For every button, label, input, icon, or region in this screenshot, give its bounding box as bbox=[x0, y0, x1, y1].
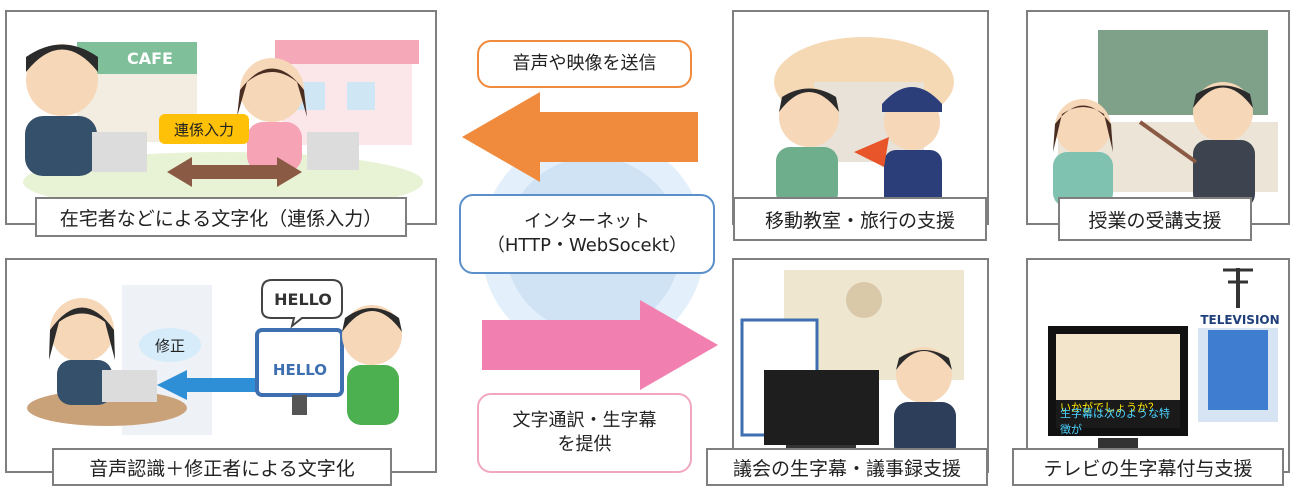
panel-tv: TELEVISION いかがでしょうか？ 生字幕は次のような特徴が bbox=[1026, 258, 1290, 473]
provide-arrow bbox=[482, 300, 718, 390]
panel-speech-recognition: 修正 HELLO HELLO bbox=[5, 258, 437, 473]
link-input-badge: 連係入力 bbox=[159, 114, 249, 144]
panel-council bbox=[732, 258, 989, 473]
tv-subtitle-line2: 生字幕は次のような特徴が bbox=[1060, 407, 1170, 436]
panel-remote-transcription: CAFE 連係入力 bbox=[5, 10, 437, 225]
caption-council: 議会の生字幕・議事録支援 bbox=[706, 448, 988, 486]
hello-speech-bubble: HELLO bbox=[274, 289, 332, 309]
caption-lecture: 授業の受講支援 bbox=[1058, 197, 1252, 241]
internet-line2: （HTTP・WebSocekt） bbox=[486, 235, 688, 256]
internet-line1: インターネット bbox=[524, 210, 650, 232]
send-label-text: 音声や映像を送信 bbox=[512, 52, 657, 74]
tv-subtitle-line1: いかがでしょうか？ bbox=[1060, 401, 1159, 414]
speech-recognition-illustration bbox=[27, 279, 402, 435]
tv-illustration bbox=[1048, 268, 1278, 450]
provide-line2: を提供 bbox=[557, 434, 612, 455]
provide-line1: 文字通訳・生字幕 bbox=[512, 409, 657, 431]
hello-monitor-text: HELLO bbox=[272, 361, 328, 379]
television-sign: TELEVISION bbox=[1196, 312, 1284, 328]
caption-remote-transcription: 在宅者などによる文字化（連係入力） bbox=[35, 197, 407, 237]
caption-speech-recognition: 音声認識＋修正者による文字化 bbox=[52, 448, 392, 486]
council-illustration bbox=[740, 270, 964, 460]
internet-box: インターネット （HTTP・WebSocekt） bbox=[459, 194, 715, 274]
mobile-class-illustration bbox=[774, 37, 954, 210]
send-label: 音声や映像を送信 bbox=[477, 40, 692, 88]
provide-label: 文字通訳・生字幕 を提供 bbox=[477, 393, 692, 473]
caption-tv: テレビの生字幕付与支援 bbox=[1012, 448, 1284, 486]
caption-mobile-class: 移動教室・旅行の支援 bbox=[733, 197, 987, 241]
cafe-sign: CAFE bbox=[127, 48, 173, 68]
panel-mobile-class bbox=[732, 10, 989, 225]
send-arrow bbox=[462, 92, 698, 182]
correction-badge: 修正 bbox=[139, 328, 201, 362]
lecture-illustration bbox=[1053, 30, 1278, 208]
panel-lecture bbox=[1026, 10, 1290, 225]
